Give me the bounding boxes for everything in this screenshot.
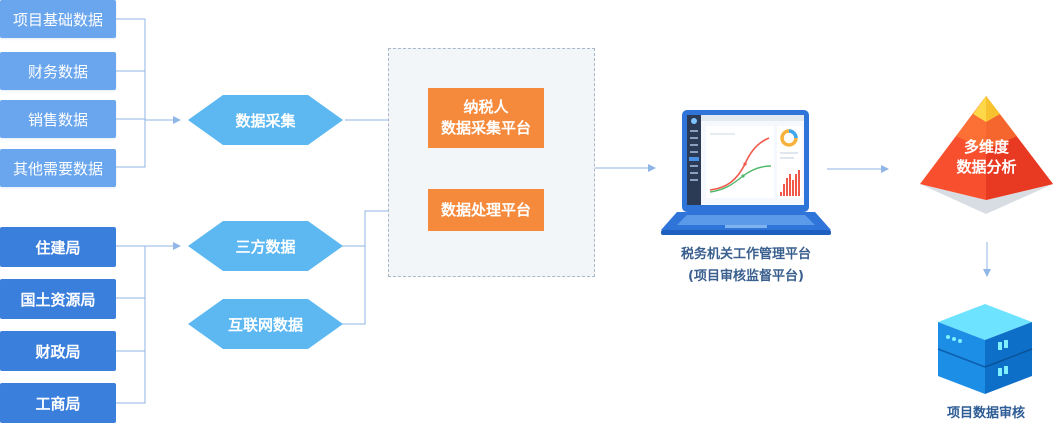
source-label: 其他需要数据 bbox=[12, 159, 103, 178]
analysis-label: 多维度 数据分析 bbox=[916, 137, 1057, 177]
source-label: 销售数据 bbox=[27, 110, 88, 129]
source-sales-data: 销售数据 bbox=[0, 100, 116, 138]
source-label: 项目基础数据 bbox=[12, 10, 103, 29]
source-label: 财政局 bbox=[35, 342, 81, 361]
source-project-basic-data: 项目基础数据 bbox=[0, 0, 116, 38]
server-icon bbox=[937, 304, 1033, 394]
tax-authority-caption: 税务机关工作管理平台 (项目审核监督平台) bbox=[655, 244, 837, 288]
platform-group bbox=[388, 48, 595, 277]
source-land-resources-bureau: 国土资源局 bbox=[0, 279, 116, 319]
source-label: 住建局 bbox=[35, 238, 81, 257]
analysis-line2: 数据分析 bbox=[956, 158, 1017, 176]
diamond-label: 三方数据 bbox=[235, 237, 296, 256]
source-other-data: 其他需要数据 bbox=[0, 149, 116, 187]
source-commerce-bureau: 工商局 bbox=[0, 383, 116, 423]
diamond-label: 互联网数据 bbox=[227, 315, 303, 334]
source-label: 工商局 bbox=[35, 394, 81, 413]
data-processing-platform: 数据处理平台 bbox=[428, 189, 544, 231]
laptop-icon bbox=[661, 110, 831, 235]
source-label: 财务数据 bbox=[27, 62, 88, 81]
source-housing-bureau: 住建局 bbox=[0, 227, 116, 267]
diamond-label: 数据采集 bbox=[235, 111, 296, 130]
diamond-third-party-data: 三方数据 bbox=[188, 221, 343, 271]
caption-line2: (项目审核监督平台) bbox=[688, 269, 804, 284]
platform-label: 数据处理平台 bbox=[440, 200, 531, 219]
diamond-internet-data: 互联网数据 bbox=[188, 299, 343, 349]
platform-label-line1: 纳税人 bbox=[463, 98, 509, 116]
taxpayer-collection-platform: 纳税人 数据采集平台 bbox=[428, 88, 544, 148]
source-finance-bureau: 财政局 bbox=[0, 331, 116, 371]
audit-caption: 项目数据审核 bbox=[946, 406, 1025, 421]
platform-label-line2: 数据采集平台 bbox=[440, 119, 531, 137]
diamond-data-collection: 数据采集 bbox=[188, 95, 343, 145]
source-label: 国土资源局 bbox=[20, 290, 96, 309]
caption-line1: 税务机关工作管理平台 bbox=[680, 247, 811, 262]
pyramid-icon bbox=[920, 96, 1053, 214]
analysis-line1: 多维度 bbox=[963, 138, 1009, 156]
source-finance-data: 财务数据 bbox=[0, 52, 116, 90]
